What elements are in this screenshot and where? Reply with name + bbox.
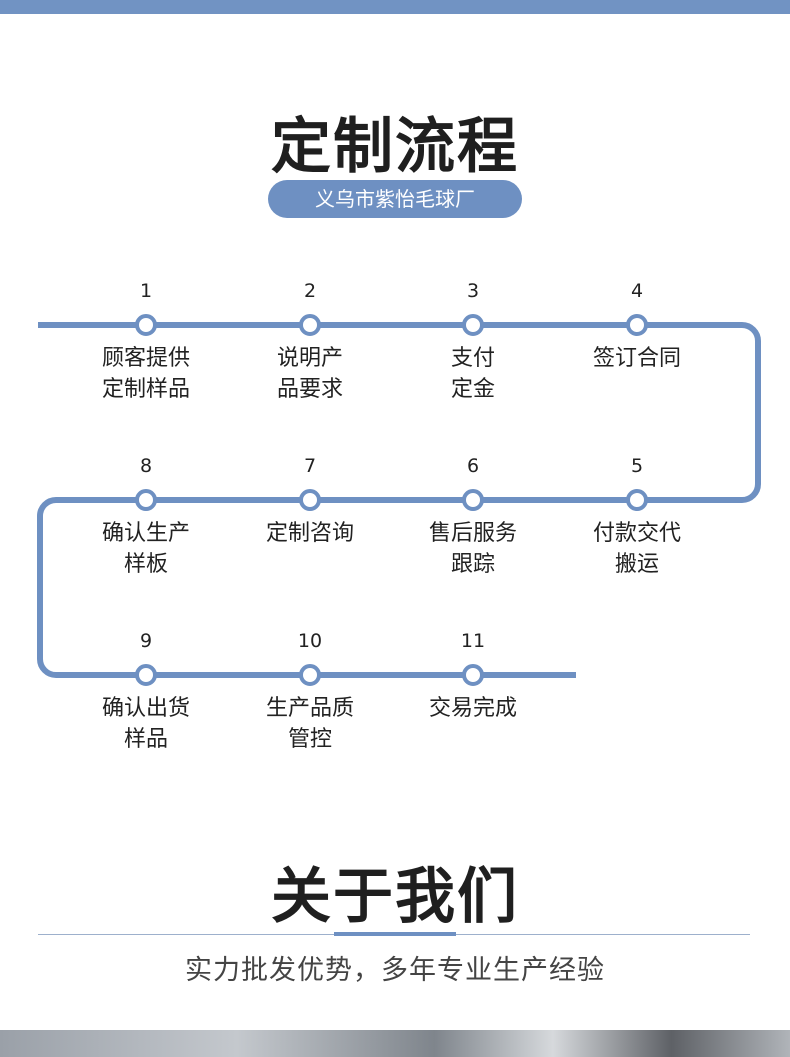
step-node: [462, 664, 484, 686]
process-title: 定制流程: [271, 112, 519, 182]
divider-accent: [334, 932, 456, 936]
step-number: 4: [630, 280, 644, 302]
top-accent-bar: [0, 0, 790, 14]
step-node: [135, 314, 157, 336]
step-number: 10: [297, 630, 323, 652]
step-number: 3: [466, 280, 480, 302]
step-label: 顾客提供 定制样品: [101, 346, 190, 402]
step-number: 5: [630, 455, 644, 477]
step-node: [626, 489, 648, 511]
step-number: 2: [303, 280, 317, 302]
step-label: 付款交代 搬运: [592, 521, 681, 577]
company-name-badge: 义乌市紫怡毛球厂: [268, 180, 522, 218]
step-label: 支付 定金: [450, 346, 495, 402]
step-node: [299, 314, 321, 336]
step-label: 生产品质 管控: [265, 696, 354, 752]
step-label: 定制咨询: [265, 521, 354, 546]
step-label: 签订合同: [592, 346, 681, 371]
step-number: 7: [303, 455, 317, 477]
step-node: [462, 314, 484, 336]
step-node: [299, 489, 321, 511]
step-node: [299, 664, 321, 686]
step-node: [462, 489, 484, 511]
step-label: 确认生产 样板: [101, 521, 190, 577]
step-label: 确认出货 样品: [101, 696, 190, 752]
step-number: 11: [460, 630, 486, 652]
factory-photo-strip: [0, 1030, 790, 1057]
about-subtitle: 实力批发优势，多年专业生产经验: [185, 955, 605, 986]
step-node: [135, 664, 157, 686]
step-label: 说明产 品要求: [276, 346, 343, 402]
step-node: [626, 314, 648, 336]
step-label: 售后服务 跟踪: [428, 521, 517, 577]
about-title: 关于我们: [271, 862, 519, 932]
step-number: 8: [139, 455, 153, 477]
step-label: 交易完成: [428, 696, 517, 721]
step-number: 1: [139, 280, 153, 302]
step-number: 6: [466, 455, 480, 477]
step-number: 9: [139, 630, 153, 652]
step-node: [135, 489, 157, 511]
